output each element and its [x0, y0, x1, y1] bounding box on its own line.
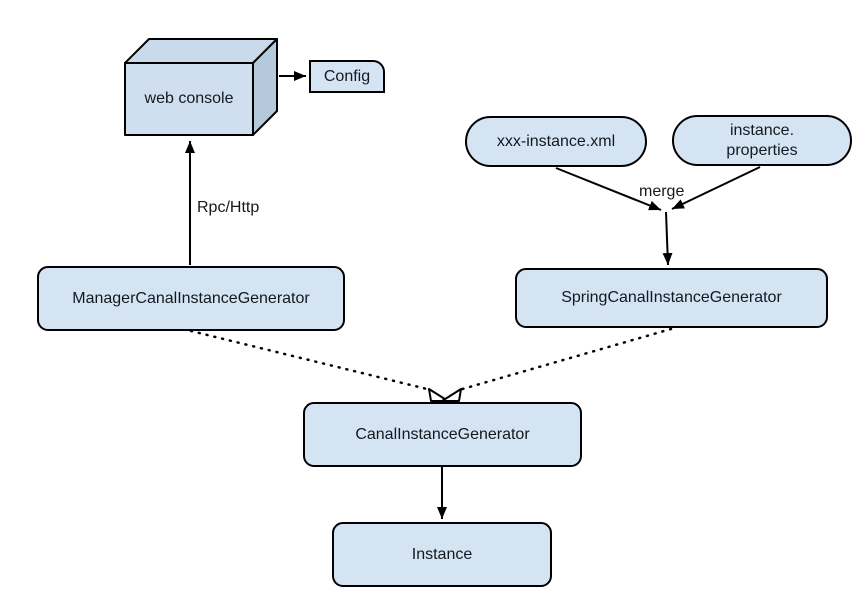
- hollow-triangle-arrowhead-right: [441, 388, 462, 402]
- node-spring-canal-instance-generator: SpringCanalInstanceGenerator: [515, 268, 828, 328]
- web-console-cube-top: [124, 38, 278, 64]
- label-line-2: properties: [726, 141, 798, 159]
- edge-properties-to-merge: [671, 166, 761, 210]
- node-instance-properties: instance. properties: [672, 115, 852, 166]
- edge-manager-to-canal-dotted: [189, 329, 433, 392]
- node-xxx-instance-xml: xxx-instance.xml: [465, 116, 647, 167]
- edge-label-merge: merge: [639, 183, 685, 200]
- node-instance-properties-label: instance. properties: [726, 121, 797, 161]
- edge-spring-to-canal-dotted: [457, 327, 673, 392]
- node-instance: Instance: [332, 522, 552, 587]
- edge-xml-to-merge: [555, 167, 662, 211]
- web-console-cube-front: [124, 62, 254, 136]
- node-web-console: web console: [144, 90, 234, 107]
- node-canal-instance-generator: CanalInstanceGenerator: [303, 402, 582, 467]
- edge-merge-to-spring: [662, 211, 673, 266]
- label-line-1: instance.: [729, 121, 795, 139]
- node-manager-canal-instance-generator: ManagerCanalInstanceGenerator: [37, 266, 345, 331]
- node-config: Config: [309, 60, 385, 93]
- hollow-triangle-arrowhead-left: [428, 388, 449, 402]
- edge-label-rpc-http: Rpc/Http: [197, 199, 260, 216]
